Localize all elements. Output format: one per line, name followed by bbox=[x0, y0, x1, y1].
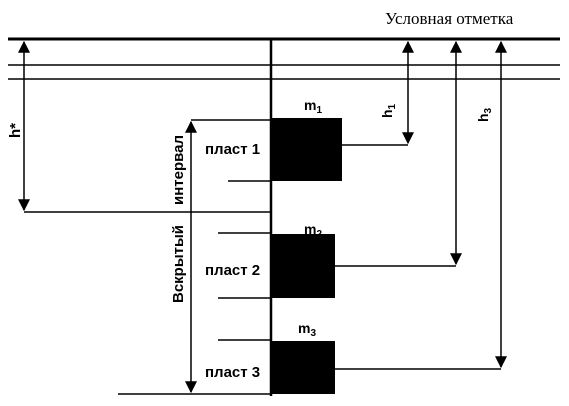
datum-label: Условная отметка bbox=[385, 9, 514, 28]
layer-1-block bbox=[271, 118, 342, 181]
interval-label-line1: Вскрытый bbox=[170, 225, 187, 303]
layer-3: пласт 3 m3 h3 bbox=[205, 40, 507, 394]
layer-3-thickness-label: m3 bbox=[298, 320, 316, 339]
h-star-label: h* bbox=[7, 123, 24, 138]
layer-2: пласт 2 m2 bbox=[205, 40, 462, 299]
layer-3-label: пласт 3 bbox=[205, 364, 260, 381]
layer-1: пласт 1 m1 h1 bbox=[205, 40, 414, 182]
layer-3-block bbox=[271, 341, 335, 394]
layer-1-thickness-label: m1 bbox=[304, 97, 322, 116]
layer-1-label: пласт 1 bbox=[205, 141, 260, 158]
layer-2-block bbox=[271, 234, 335, 298]
interval-label-line2: интервал bbox=[170, 135, 187, 205]
h1-label: h1 bbox=[379, 103, 398, 118]
layer-2-thickness-label: m2 bbox=[304, 221, 322, 240]
layer-2-label: пласт 2 bbox=[205, 262, 260, 279]
h3-label: h3 bbox=[475, 107, 494, 122]
